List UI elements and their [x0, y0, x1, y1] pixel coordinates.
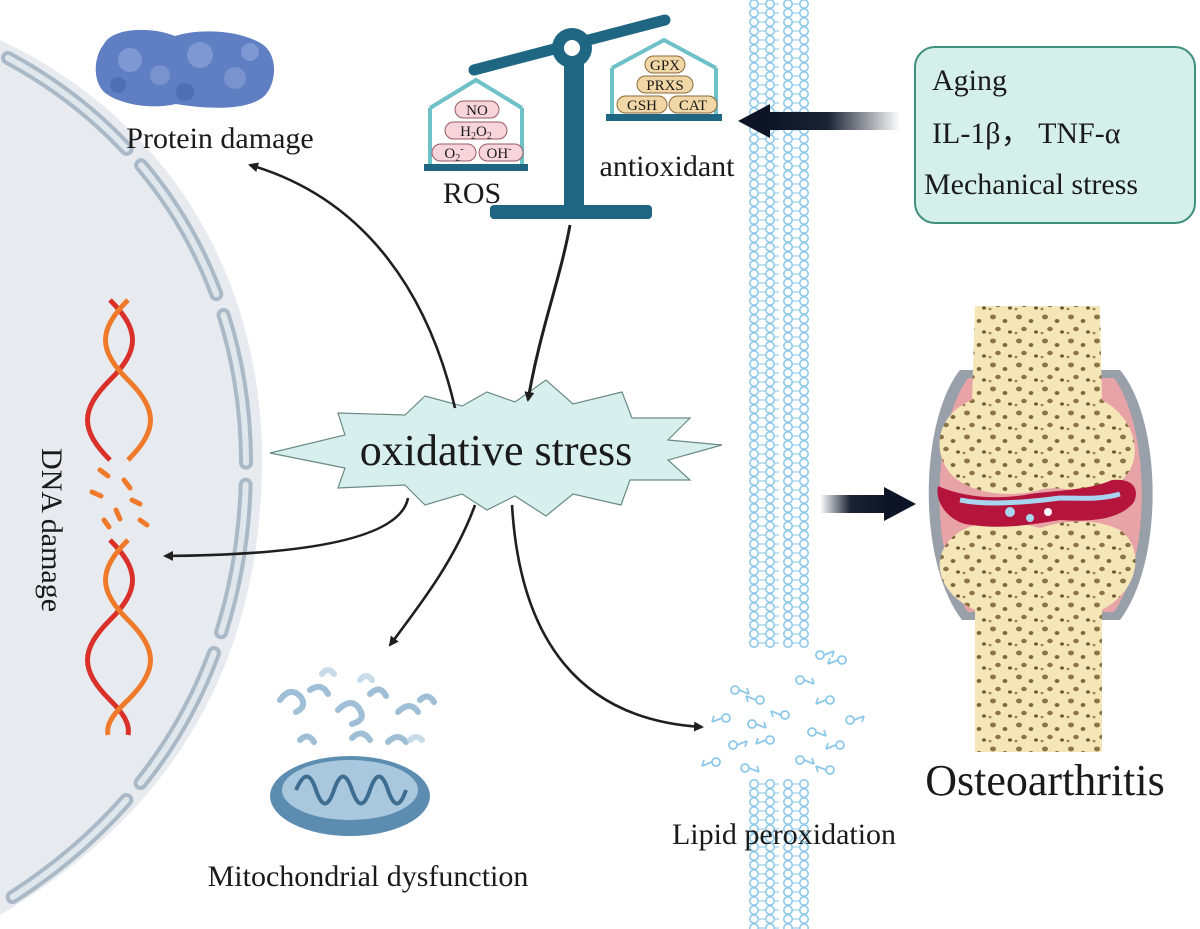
- cell-membrane: [748, 0, 809, 929]
- antioxidant-label: antioxidant: [600, 150, 736, 183]
- ros-oh-label: OH-: [486, 144, 511, 162]
- mitochondrial-dysfunction-label: Mitochondrial dysfunction: [208, 860, 529, 893]
- dna-damage-arrow: [163, 497, 410, 561]
- protein-damage-label: Protein damage: [126, 122, 313, 155]
- antioxidant-gsh-label: GSH: [627, 98, 657, 114]
- osteoarthritis-label: Osteoarthritis: [925, 756, 1165, 805]
- mitochondria-arrow: [388, 504, 477, 647]
- effect-arrows: [163, 162, 704, 732]
- redox-balance-scale: [424, 14, 722, 219]
- risk-factor-cytokines: IL-1β， TNF-α: [932, 117, 1121, 150]
- scale-to-stress-arrow: [524, 224, 572, 402]
- ros-o2-label: O2-: [444, 144, 463, 164]
- dna-helix-icon: [85, 298, 153, 736]
- ros-label: ROS: [443, 177, 501, 210]
- risk-factor-aging: Aging: [932, 64, 1007, 97]
- risk-to-cell-arrow: [738, 104, 900, 138]
- risk-factor-mechanical-stress: Mechanical stress: [924, 168, 1138, 201]
- ros-species-group: NO H2O2 O2- OH-: [431, 100, 524, 164]
- antioxidant-prxs-label: PRXS: [646, 78, 684, 94]
- ros-no-label: NO: [466, 103, 488, 119]
- dna-damage-label: DNA damage: [35, 448, 68, 612]
- antioxidant-group: GPX PRXS GSH CAT: [616, 55, 718, 114]
- osteoarthritic-joint-icon: [928, 306, 1153, 752]
- cell-nucleus: [0, 40, 263, 915]
- oxidative-stress-starburst: [269, 379, 723, 517]
- protein-damage-arrow: [248, 162, 457, 409]
- mitochondrion-icon: [270, 667, 437, 836]
- protein-aggregate-icon: [95, 29, 275, 108]
- peroxidized-lipids: [701, 650, 865, 775]
- oxidative-stress-label: oxidative stress: [360, 426, 633, 475]
- antioxidant-cat-label: CAT: [679, 98, 707, 114]
- ros-h2o2-label: H2O2: [460, 124, 492, 142]
- to-osteoarthritis-arrow: [820, 487, 916, 521]
- lipid-peroxidation-arrow: [510, 504, 704, 732]
- risk-factors-box: Aging IL-1β， TNF-α Mechanical stress: [914, 46, 1196, 224]
- antioxidant-gpx-label: GPX: [650, 58, 680, 74]
- lipid-peroxidation-label: Lipid peroxidation: [672, 818, 896, 851]
